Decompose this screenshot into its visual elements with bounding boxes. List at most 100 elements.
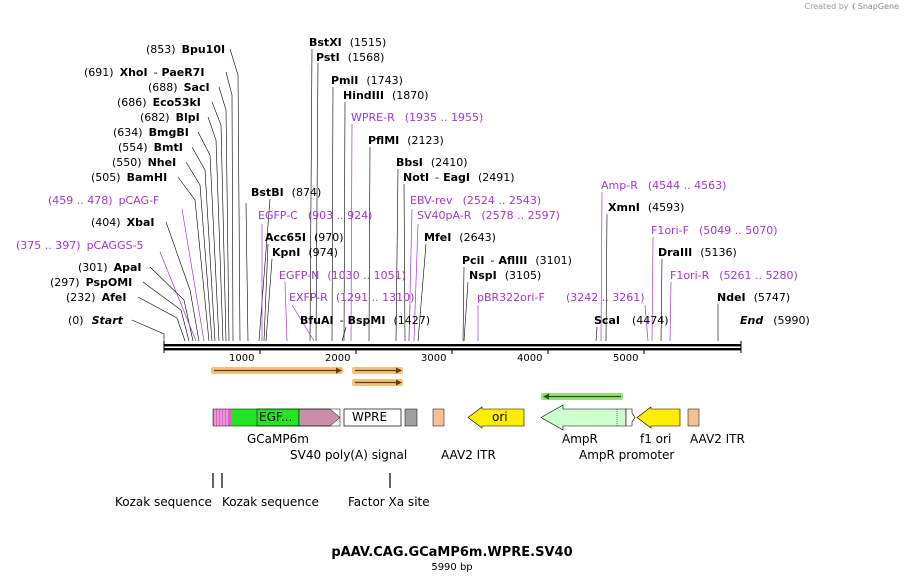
ori-label: ori	[492, 410, 508, 424]
leader-lines-right	[595, 213, 719, 342]
site-label: NspI(3105)	[469, 269, 541, 282]
ruler-tick-label: 4000	[517, 353, 542, 364]
site-label: (297)PspOMI	[50, 276, 132, 289]
primer-labels-mid: WPRE-R(1935 .. 1955) EGFP-C(903 .. 924) …	[258, 111, 645, 304]
primer-label: (459 .. 478)pCAG-F	[48, 194, 159, 207]
primer-label: EBV-rev(2524 .. 2543)	[410, 194, 541, 207]
site-label: (682)BlpI	[140, 111, 200, 124]
enzyme-labels-right: XmnI(4593) DraIII(5136) NdeI(5747) ScaI(…	[594, 201, 810, 327]
backbone-bottom-strand	[164, 348, 741, 351]
primer-labels-left: (459 .. 478)pCAG-F (375 .. 397)pCAGGS-5	[16, 194, 159, 252]
sv40-polya-feature[interactable]	[404, 408, 418, 427]
site-label: (505)BamHI	[91, 171, 167, 184]
site-label: MfeI(2643)	[424, 231, 496, 244]
ruler-tick-label: 5000	[613, 353, 638, 364]
sequence-ruler: 1000 2000 3000 4000 5000	[163, 341, 742, 364]
site-label: DraIII(5136)	[658, 246, 737, 259]
leader-lines-mid	[258, 48, 469, 342]
site-label: ScaI(4474)	[594, 314, 669, 327]
ruler-tick-label: 2000	[325, 353, 350, 364]
primer-labels-right: Amp-R(4544 .. 4563) F1ori-F(5049 .. 5070…	[601, 179, 798, 282]
kozak-label: Kozak sequence	[222, 495, 319, 509]
leader-lines-left-primers	[159, 208, 205, 342]
gcamp6m-label: GCaMP6m	[247, 432, 309, 446]
leader-lines-left	[131, 48, 249, 342]
ampr-promoter-label: AmpR promoter	[579, 448, 674, 462]
site-label: PciI-AflIII(3101)	[462, 254, 572, 267]
ori-feature[interactable]	[467, 406, 525, 429]
credit-prefix: Created by	[804, 2, 849, 11]
primer-label: EXFP-R(1291 .. 1310)	[289, 291, 414, 304]
site-label: (550)NheI	[112, 156, 176, 169]
site-label: PmlI(1743)	[331, 74, 403, 87]
primer-label: F1ori-R(5261 .. 5280)	[670, 269, 798, 282]
start-label: (0)Start	[68, 314, 124, 327]
snapgene-credit: Created by ❨SnapGene	[804, 2, 899, 11]
leader-lines-mid-primers	[261, 123, 479, 342]
site-label: (853)Bpu10I	[146, 43, 225, 56]
aav2-itr-right-feature[interactable]	[687, 408, 700, 427]
site-label: BstBI(874)	[251, 186, 321, 199]
site-label: (232)AfeI	[66, 291, 126, 304]
sv40-label: SV40 poly(A) signal	[290, 448, 407, 462]
site-label: (301)ApaI	[78, 261, 142, 274]
aav2-itr-left-feature[interactable]	[432, 408, 445, 427]
site-label: HindIII(1870)	[343, 89, 429, 102]
site-label: BstXI(1515)	[309, 36, 386, 49]
ruler-tick-label: 3000	[421, 353, 446, 364]
leader-lines-right-primers	[600, 191, 672, 342]
backbone-top-strand	[164, 344, 741, 347]
kozak-label: Kozak sequence	[115, 495, 212, 509]
site-label: (688)SacI	[148, 81, 210, 94]
primer-label: (375 .. 397)pCAGGS-5	[16, 239, 144, 252]
enzyme-labels-mid: BstXI(1515) PstI(1568) PmlI(1743) HindII…	[251, 36, 572, 327]
site-label: KpnI(974)	[272, 246, 338, 259]
site-label: BbsI(2410)	[396, 156, 467, 169]
plasmid-title: pAAV.CAG.GCaMP6m.WPRE.SV40	[331, 545, 572, 560]
enzyme-labels-left: (853)Bpu10I (691)XhoI-PaeR7I (688)SacI (…	[50, 43, 225, 327]
site-label: PstI(1568)	[316, 51, 384, 64]
site-label: (554)BmtI	[118, 141, 183, 154]
gcamp-box-label: EGF...	[259, 410, 292, 424]
primer-label: SV40pA-R(2578 .. 2597)	[417, 209, 560, 222]
itr-left-label: AAV2 ITR	[441, 448, 496, 462]
feature-track: EGF... WPRE ori	[212, 404, 700, 431]
gcamp6m-feature[interactable]: EGF...	[212, 408, 341, 427]
ampr-label: AmpR	[562, 432, 598, 446]
wpre-feature[interactable]	[343, 408, 402, 427]
f1-ori-feature[interactable]	[636, 406, 681, 429]
itr-right-label: AAV2 ITR	[690, 432, 745, 446]
primer-label: EGFP-C(903 .. 924)	[258, 209, 372, 222]
site-label: BfuAI-BspMI(1427)	[300, 314, 430, 327]
site-label: XmnI(4593)	[608, 201, 684, 214]
site-marker-labels: Kozak sequence Kozak sequence Factor Xa …	[115, 495, 430, 509]
primer-label: EGFP-N(1030 .. 1051)	[279, 269, 406, 282]
primer-label: F1ori-F(5049 .. 5070)	[651, 224, 778, 237]
f1-ori-label: f1 ori	[640, 432, 671, 446]
site-label: PflMI(2123)	[368, 134, 444, 147]
ruler-tick-label: 1000	[229, 353, 254, 364]
primer-label: (3242 .. 3261)	[566, 291, 645, 304]
site-label: (691)XhoI-PaeR7I	[84, 66, 204, 79]
wpre-label: WPRE	[352, 410, 387, 424]
orf-arrows	[211, 367, 623, 400]
primer-label: pBR322ori-F	[477, 291, 545, 304]
site-label: (634)BmgBI	[113, 126, 189, 139]
site-label: (404)XbaI	[91, 216, 154, 229]
site-label: NdeI(5747)	[717, 291, 790, 304]
primer-label: WPRE-R(1935 .. 1955)	[351, 111, 483, 124]
site-label: Acc65I(970)	[265, 231, 344, 244]
end-label: End(5990)	[740, 314, 810, 327]
snapgene-logo-icon: ❨	[851, 2, 858, 11]
plasmid-length: 5990 bp	[431, 562, 472, 573]
site-label: (686)Eco53kI	[117, 96, 201, 109]
ampr-feature[interactable]	[540, 404, 627, 431]
factor-xa-label: Factor Xa site	[348, 495, 430, 509]
feature-labels: GCaMP6m SV40 poly(A) signal AAV2 ITR Amp…	[247, 432, 745, 462]
ampr-promoter-feature[interactable]	[625, 408, 636, 427]
primer-label: Amp-R(4544 .. 4563)	[601, 179, 726, 192]
site-markers	[212, 473, 391, 488]
credit-brand: SnapGene	[857, 2, 899, 11]
site-label: NotI-EagI(2491)	[403, 171, 515, 184]
